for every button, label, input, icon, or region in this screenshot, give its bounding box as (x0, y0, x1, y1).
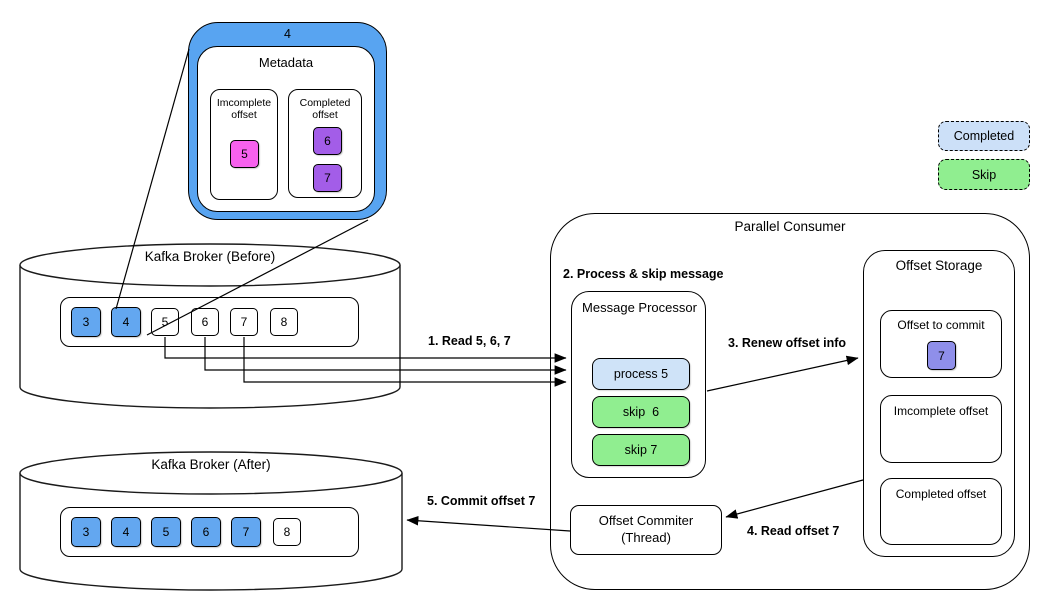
metadata-partition-label: 4 (284, 27, 291, 41)
metadata-completed-offset-7-chip: 7 (313, 164, 342, 192)
storage-incomplete-offset-box: Imcomplete offset (880, 395, 1002, 463)
offset-commiter-box: Offset Commiter (Thread) (570, 505, 722, 555)
before-message-4-chip: 4 (111, 307, 141, 337)
before-message-7-chip: 7 (230, 308, 258, 336)
message-processor-title: Message Processor (582, 300, 697, 315)
skip-6-task: skip 6 (592, 396, 690, 428)
offset-to-commit-7-chip: 7 (927, 341, 956, 370)
storage-completed-offset-box: Completed offset (880, 478, 1002, 545)
metadata-title: Metadata (258, 55, 314, 70)
offset-to-commit-box: Offset to commit 7 (880, 310, 1002, 378)
after-message-8-chip: 8 (273, 518, 301, 546)
skip-7-task: skip 7 (592, 434, 690, 466)
parallel-consumer-title: Parallel Consumer (734, 219, 846, 234)
legend-completed: Completed (938, 121, 1030, 151)
process-5-task: process 5 (592, 358, 690, 390)
metadata-completed-offset-box: Completed offset 6 7 (288, 89, 362, 198)
after-message-5-chip: 5 (151, 517, 181, 547)
offset-commiter-subtitle: (Thread) (621, 530, 671, 545)
step-3-label: 3. Renew offset info (728, 336, 847, 350)
after-message-4-chip: 4 (111, 517, 141, 547)
metadata-completed-offset-title: Completed offset (299, 97, 351, 121)
offset-to-commit-title: Offset to commit (897, 318, 985, 332)
storage-incomplete-offset-title: Imcomplete offset (893, 404, 989, 418)
kafka-broker-after-title: Kafka Broker (After) (151, 457, 271, 472)
metadata-incomplete-offset-5-chip: 5 (230, 140, 259, 168)
after-message-3-chip: 3 (71, 517, 101, 547)
message-processor-box: Message Processor process 5 skip 6 skip … (571, 291, 706, 478)
commit-offset-arrow (406, 515, 571, 532)
metadata-incomplete-offset-box: Imcomplete offset 5 (210, 89, 278, 200)
offset-storage-title: Offset Storage (895, 258, 983, 273)
offset-commiter-title: Offset Commiter (598, 513, 694, 529)
after-message-7-chip: 7 (231, 517, 261, 547)
step-4-label: 4. Read offset 7 (747, 524, 840, 538)
metadata-completed-offset-6-chip: 6 (313, 127, 342, 155)
storage-completed-offset-title: Completed offset (895, 487, 987, 501)
before-message-3-chip: 3 (71, 307, 101, 337)
callout-line-left (115, 48, 190, 310)
kafka-broker-after-message-row: 3 4 5 6 7 8 (60, 507, 359, 557)
kafka-broker-before-title: Kafka Broker (Before) (144, 249, 276, 264)
before-message-6-chip: 6 (191, 308, 219, 336)
step-1-label: 1. Read 5, 6, 7 (428, 334, 511, 348)
before-message-5-chip: 5 (151, 308, 179, 336)
before-message-8-chip: 8 (270, 308, 298, 336)
step-5-label: 5. Commit offset 7 (427, 494, 536, 508)
step-2-label: 2. Process & skip message (563, 267, 724, 281)
after-message-6-chip: 6 (191, 517, 221, 547)
metadata-incomplete-offset-title: Imcomplete offset (216, 97, 272, 121)
parallel-consumer-box (550, 213, 1030, 590)
legend-skip: Skip (938, 159, 1030, 190)
kafka-broker-before-message-row: 3 4 5 6 7 8 (60, 297, 359, 347)
